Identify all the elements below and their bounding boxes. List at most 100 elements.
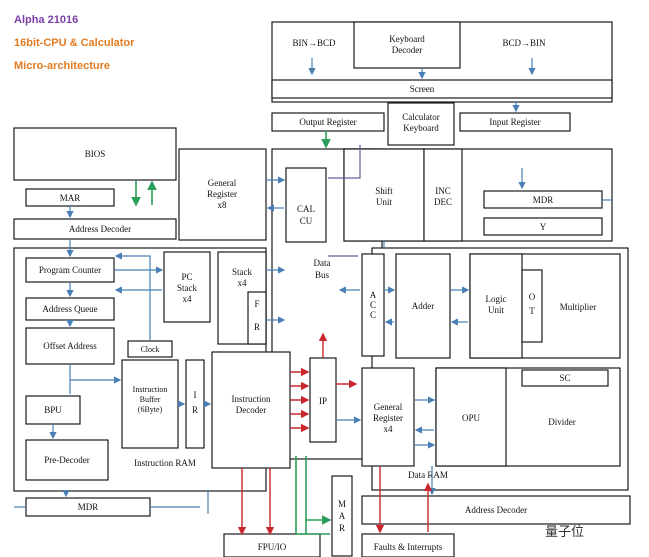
instruction-buffer-block <box>121 359 179 449</box>
acc-label-c1: C <box>370 300 376 310</box>
program-counter-block <box>25 257 115 283</box>
offset-address-label: Offset Address <box>43 341 97 351</box>
fpu-io-label: FPU/IO <box>258 542 287 552</box>
bios-label: BIOS <box>85 149 106 159</box>
instruction-decoder-block <box>211 351 291 469</box>
general-register-x8-label-2: Register <box>207 189 237 199</box>
pc-stack-label-3: x4 <box>183 294 193 304</box>
ip-block <box>309 357 337 443</box>
cal-cu-label-2: CU <box>300 216 313 226</box>
opu-label: OPU <box>462 413 481 423</box>
pc-stack-block <box>163 251 211 323</box>
shift-unit-label-2: Unit <box>376 197 393 207</box>
pc-stack-label-2: Stack <box>177 283 197 293</box>
input-register-label: Input Register <box>489 117 540 127</box>
acc-label-a: A <box>370 290 377 300</box>
bpu-block <box>25 395 81 425</box>
diagram-caption: Micro-architecture <box>14 60 110 72</box>
address-decoder-bottom-block <box>361 495 631 525</box>
offset-address-block <box>25 327 115 365</box>
data-ram-label: Data RAM <box>408 470 448 480</box>
pc-stack-label-1: PC <box>181 272 192 282</box>
red-connections <box>237 332 433 536</box>
cal-cu-block <box>285 167 327 243</box>
inc-dec-label-2: DEC <box>434 197 452 207</box>
ir-label-r: R <box>192 405 198 415</box>
instruction-ram-label: Instruction RAM <box>134 458 196 468</box>
instruction-buffer-label-2: Buffer <box>140 395 161 404</box>
cal-cu-label-1: CAL <box>297 204 315 214</box>
ot-block <box>521 269 543 343</box>
faults-interrupts-block <box>361 533 455 557</box>
general-register-x4-label-3: x4 <box>384 424 394 434</box>
general-register-x8-label-1: General <box>208 178 237 188</box>
adder-label: Adder <box>412 301 435 311</box>
mar-bottom-label-m: M <box>338 499 346 509</box>
purple-connections <box>328 145 361 257</box>
ir-block <box>185 359 205 449</box>
pre-decoder-label: Pre-Decoder <box>44 455 89 465</box>
general-register-x4-block <box>361 367 415 467</box>
address-queue-label: Address Queue <box>42 304 97 314</box>
mar-bottom-block <box>331 475 353 557</box>
bin-to-bcd-label: BIN→BCD <box>292 38 336 48</box>
fr-label-f: F <box>254 299 259 309</box>
bcd-to-bin-label: BCD→BIN <box>502 38 546 48</box>
logic-unit-label-2: Unit <box>488 305 505 315</box>
ir-label-i: I <box>194 390 197 400</box>
shift-unit-block <box>343 148 425 242</box>
address-decoder-bottom-label: Address Decoder <box>465 505 527 515</box>
acc-label-c2: C <box>370 310 376 320</box>
logic-unit-label-1: Logic <box>486 294 507 304</box>
address-decoder-top-block <box>13 218 177 240</box>
ip-label: IP <box>319 396 327 406</box>
diagram-subtitle: 16bit-CPU & Calculator <box>14 37 135 49</box>
inc-dec-block <box>423 148 463 242</box>
sc-block <box>521 369 609 387</box>
screen-label: Screen <box>410 84 435 94</box>
blue-connections <box>14 58 612 514</box>
keyboard-decoder-label-1: Keyboard <box>389 34 425 44</box>
address-decoder-top-label: Address Decoder <box>69 224 131 234</box>
adder-block <box>395 253 451 359</box>
ot-label-o: O <box>529 292 536 302</box>
divider-label: Divider <box>548 417 576 427</box>
stack-x4-label-2: x4 <box>238 278 248 288</box>
bios-block <box>13 127 177 181</box>
mar-bottom-label-a: A <box>339 511 346 521</box>
general-register-x8-block <box>178 148 267 241</box>
general-register-x4-label-2: Register <box>373 413 403 423</box>
keyboard-decoder-label-2: Decoder <box>392 45 422 55</box>
mdr-right-label: MDR <box>533 195 554 205</box>
screen-block <box>271 79 613 99</box>
mar-top-label: MAR <box>60 193 81 203</box>
keyboard-decoder-block <box>353 21 461 69</box>
calculator-keyboard-label-1: Calculator <box>402 112 440 122</box>
ot-label-t: T <box>529 306 535 316</box>
mdr-bottom-label: MDR <box>78 502 99 512</box>
output-register-block <box>271 112 385 132</box>
program-counter-label: Program Counter <box>39 265 101 275</box>
inc-dec-label-1: INC <box>435 186 451 196</box>
data-bus-label-2: Bus <box>315 270 330 280</box>
y-register-label: Y <box>540 222 547 232</box>
watermark-text: 量子位 <box>545 525 585 540</box>
input-register-block <box>459 112 571 132</box>
instruction-decoder-label-1: Instruction <box>232 394 271 404</box>
calculator-keyboard-block <box>387 102 455 146</box>
y-register-block <box>483 217 603 236</box>
output-register-label: Output Register <box>299 117 356 127</box>
multiplier-label: Multiplier <box>560 302 597 312</box>
fr-block <box>247 291 267 345</box>
pre-decoder-block <box>25 439 109 481</box>
fr-label-r: R <box>254 322 260 332</box>
instruction-buffer-label-3: (6Byte) <box>138 405 163 414</box>
diagram-title: Alpha 21016 <box>14 14 79 26</box>
general-register-x8-label-3: x8 <box>218 200 228 210</box>
bpu-label: BPU <box>44 405 62 415</box>
shift-unit-label-1: Shift <box>375 186 393 196</box>
faults-interrupts-label: Faults & Interrupts <box>374 542 443 552</box>
stack-x4-label-1: Stack <box>232 267 252 277</box>
